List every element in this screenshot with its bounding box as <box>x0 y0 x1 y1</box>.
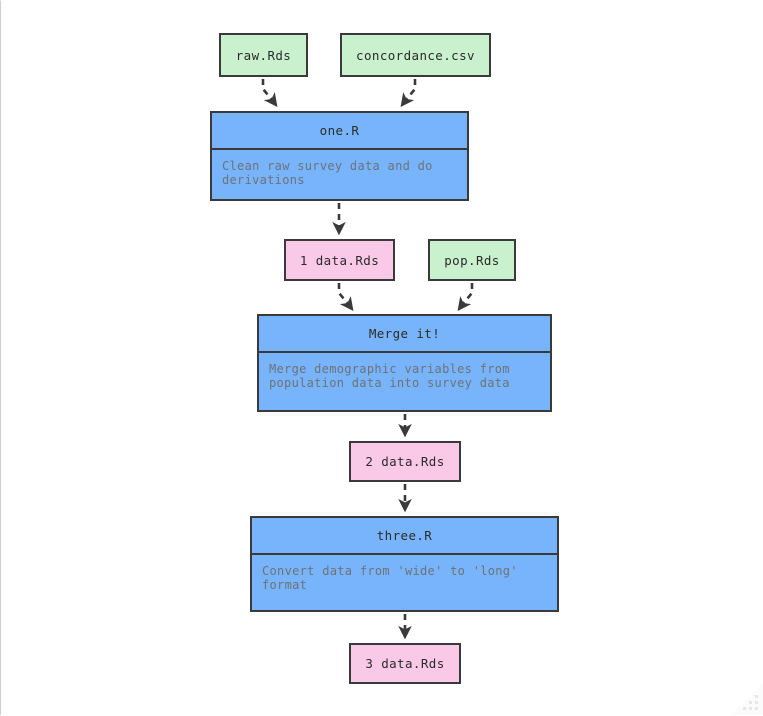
node-merge-it[interactable]: Merge it! Merge demographic variables fr… <box>257 314 552 412</box>
node-three-r-body: Convert data from 'wide' to 'long' forma… <box>252 555 557 610</box>
edge-concordance-to-one <box>400 79 417 107</box>
node-raw-rds[interactable]: raw.Rds <box>219 33 308 77</box>
node-three-r[interactable]: three.R Convert data from 'wide' to 'lon… <box>250 516 559 612</box>
node-pop-rds[interactable]: pop.Rds <box>428 239 516 281</box>
node-three-r-description: Convert data from 'wide' to 'long' forma… <box>262 564 518 592</box>
node-one-r-title: one.R <box>319 123 360 138</box>
edge-data1-to-merge <box>337 283 354 311</box>
node-1-data-rds-label: 1 data.Rds <box>299 252 380 268</box>
node-merge-it-body: Merge demographic variables from populat… <box>259 353 550 410</box>
node-three-r-title: three.R <box>376 528 433 543</box>
node-one-r-body: Clean raw survey data and do derivations <box>212 150 467 199</box>
node-one-r-header: one.R <box>212 113 467 150</box>
node-concordance-csv[interactable]: concordance.csv <box>340 33 491 77</box>
edge-raw-to-one <box>261 79 278 107</box>
node-merge-it-header: Merge it! <box>259 316 550 353</box>
node-one-r[interactable]: one.R Clean raw survey data and do deriv… <box>210 111 469 201</box>
node-3-data-rds-label: 3 data.Rds <box>365 656 445 671</box>
node-2-data-rds[interactable]: 2 data.Rds <box>349 441 461 482</box>
node-one-r-description: Clean raw survey data and do derivations <box>222 159 433 187</box>
node-raw-rds-label: raw.Rds <box>235 47 292 63</box>
node-1-data-rds[interactable]: 1 data.Rds <box>284 239 395 281</box>
node-pop-rds-label: pop.Rds <box>444 252 500 268</box>
node-merge-it-title: Merge it! <box>368 326 441 341</box>
resize-grip-icon[interactable] <box>717 669 763 715</box>
node-merge-it-description: Merge demographic variables from populat… <box>269 362 510 390</box>
node-2-data-rds-label: 2 data.Rds <box>365 454 445 469</box>
edge-pop-to-merge <box>457 283 474 311</box>
node-3-data-rds[interactable]: 3 data.Rds <box>349 643 461 684</box>
node-concordance-csv-label: concordance.csv <box>356 47 475 63</box>
node-three-r-header: three.R <box>252 518 557 555</box>
